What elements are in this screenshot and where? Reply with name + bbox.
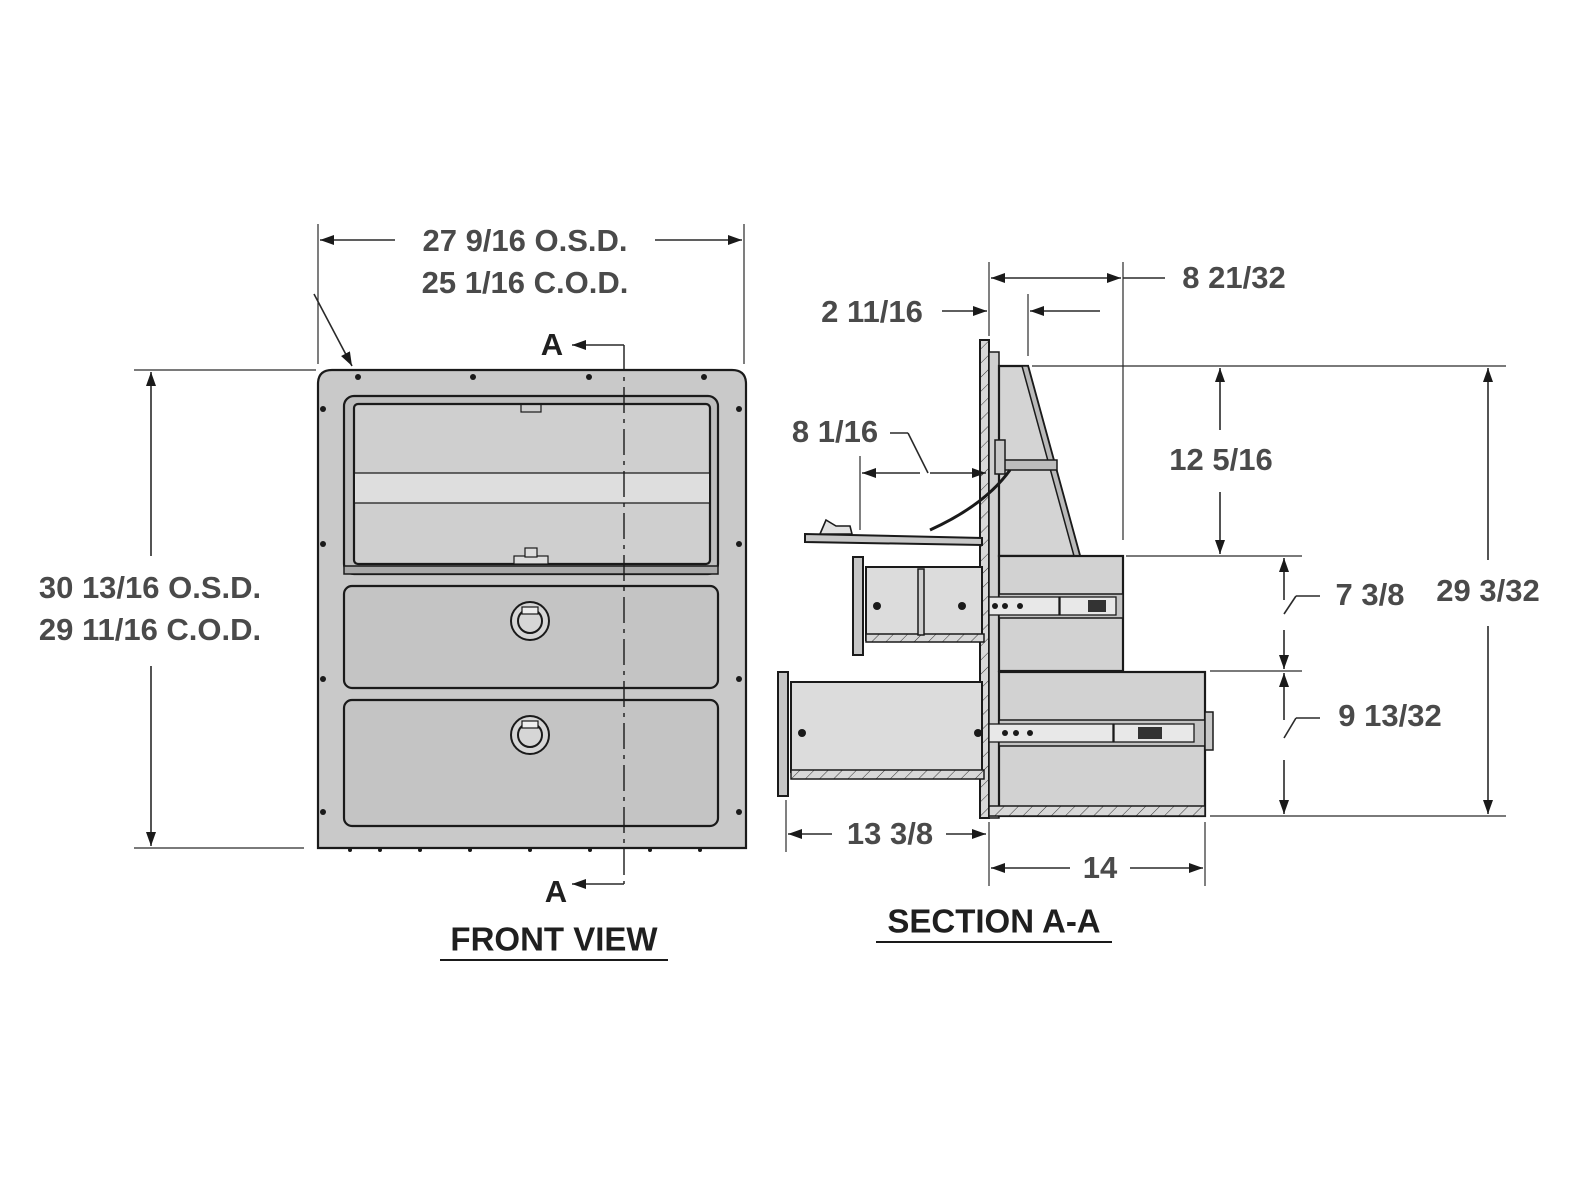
middle-drawer-face: [852, 556, 864, 656]
section-view: 8 21/32 2 11/16 8 1/16 12 5/16 29 3/32 7…: [777, 260, 1540, 943]
dim-width-osd: 27 9/16 O.S.D.: [422, 223, 627, 258]
front-view: A A 27 9/16 O.S.D. 25 1/16 C.O.D. 30 13/…: [39, 223, 748, 961]
front-view-title: FRONT VIEW: [450, 921, 658, 958]
dim-height-osd: 30 13/16 O.S.D.: [39, 570, 261, 605]
section-marker-top: A: [541, 327, 563, 362]
slide-rail-icon: [988, 723, 1195, 743]
latch-icon: [513, 547, 549, 565]
lower-drawer-face: [777, 671, 789, 797]
dim-middle-drawer: 7 3/8: [1336, 577, 1405, 612]
dim-flange-offset: 2 11/16: [821, 294, 923, 329]
dim-body-depth: 14: [1083, 850, 1118, 885]
dim-top-depth: 8 21/32: [1182, 260, 1285, 295]
open-door: [804, 532, 983, 547]
dim-height-cod: 29 11/16 C.O.D.: [39, 612, 261, 647]
dim-width-cod: 25 1/16 C.O.D.: [422, 265, 629, 300]
door-cable: [929, 469, 1012, 532]
section-view-title: SECTION A-A: [887, 903, 1100, 940]
rivet-icon: [320, 374, 742, 852]
section-marker-bottom: A: [545, 874, 567, 909]
t-handle-icon: [510, 715, 550, 755]
slide-rail-icon: [988, 596, 1117, 616]
latch-icon: [818, 518, 854, 535]
upper-door-band: [355, 473, 709, 503]
dim-total-height: 29 3/32: [1436, 573, 1539, 608]
lower-drawer-box: [790, 681, 983, 773]
dim-lower-drawer: 9 13/32: [1338, 698, 1441, 733]
dim-door-reach: 8 1/16: [792, 414, 878, 449]
upper-latch-top: [520, 403, 542, 413]
t-handle-icon: [510, 601, 550, 641]
dim-upper-height: 12 5/16: [1169, 442, 1272, 477]
dim-drawer-extension: 13 3/8: [847, 816, 933, 851]
